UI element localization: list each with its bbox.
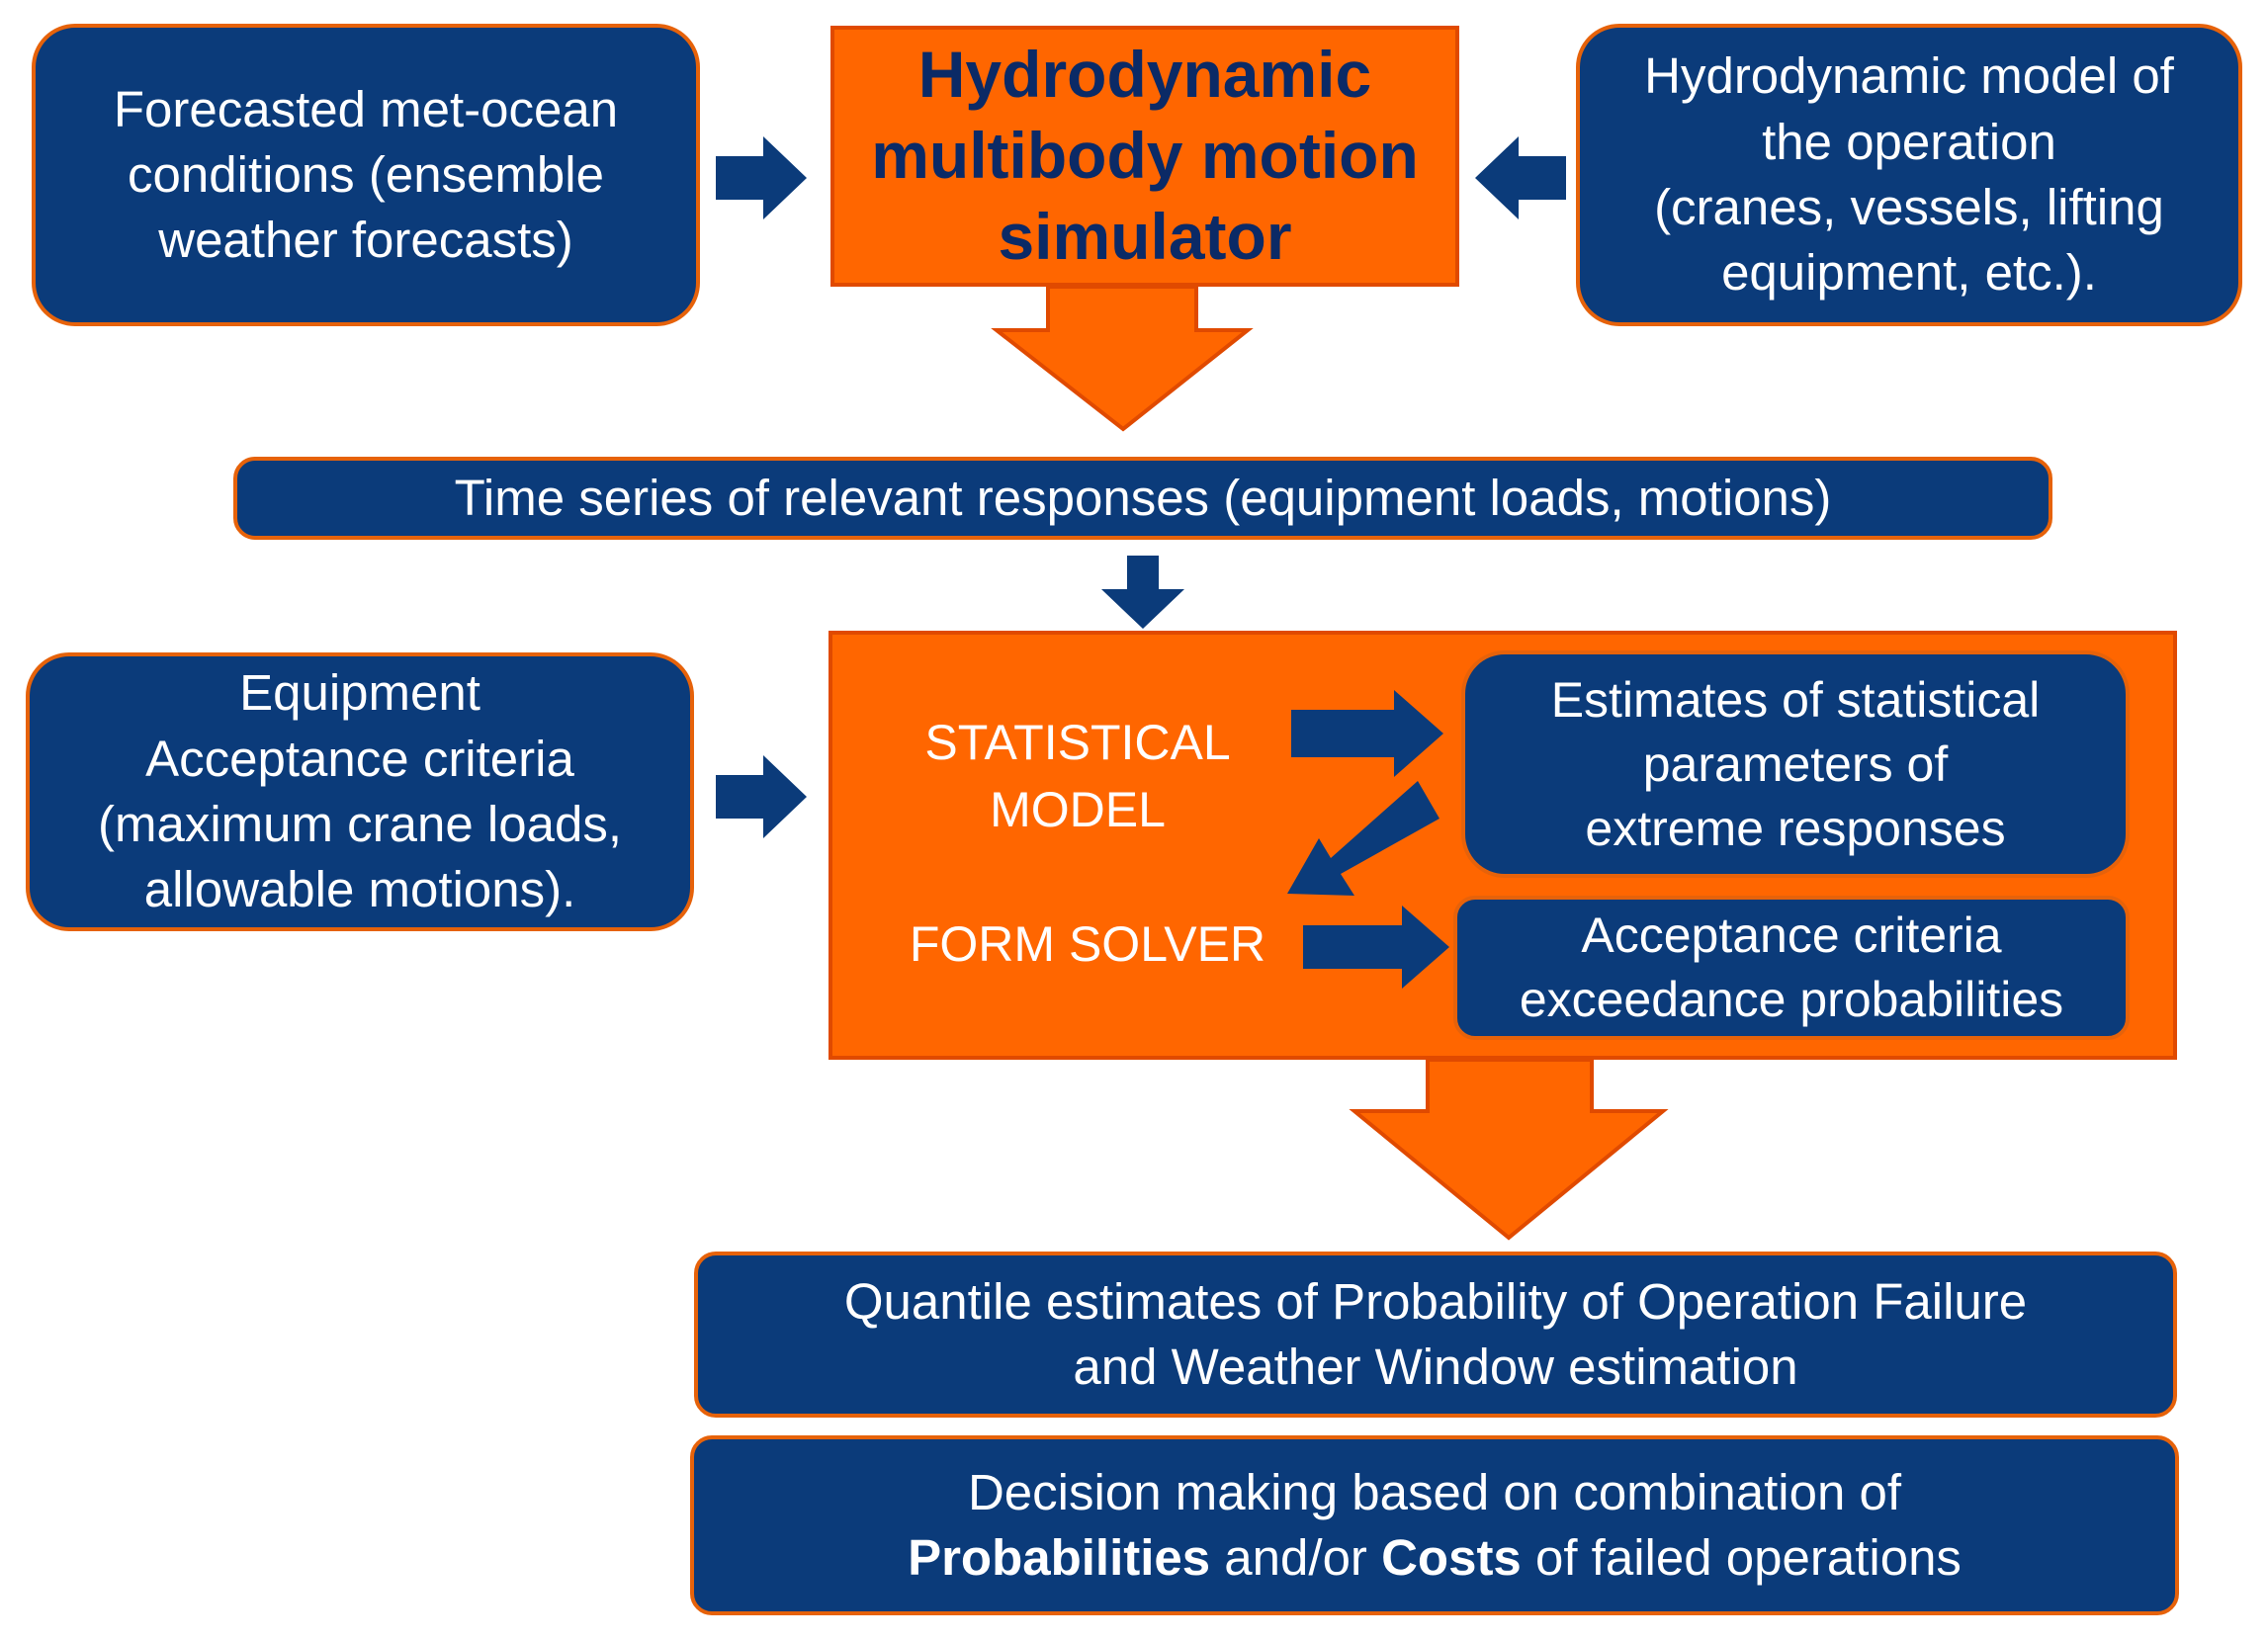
decision-line-1: Decision making based on combination of: [967, 1463, 1902, 1520]
statistical-model-line-1: STATISTICAL: [924, 715, 1231, 770]
forecast-line-2: conditions (ensemble: [128, 145, 604, 203]
exceedance-line-1: Acceptance criteria: [1581, 907, 2002, 963]
quantile-line-1: Quantile estimates of Probability of Ope…: [843, 1272, 2028, 1330]
decision-bold-costs: Costs: [1381, 1529, 1522, 1586]
arrow-right-form-solver: [1303, 906, 1449, 989]
exceedance-line-2: exceedance probabilities: [1519, 972, 2064, 1027]
arrow-right-statistical: [1291, 690, 1443, 777]
time-series-label: Time series of relevant responses (equip…: [454, 469, 1832, 526]
criteria-line-1: Equipment: [239, 664, 480, 722]
forecast-line-1: Forecasted met-ocean: [113, 80, 619, 137]
exceedance-box: Acceptance criteria exceedance probabili…: [1453, 896, 2130, 1040]
quantile-box: Quantile estimates of Probability of Ope…: [694, 1252, 2177, 1418]
decision-mid-text: and/or: [1210, 1529, 1382, 1586]
criteria-line-2: Acceptance criteria: [145, 730, 574, 787]
arrow-down-time-series: [1101, 556, 1184, 629]
hydrodynamic-model-box: Hydrodynamic model of the operation (cra…: [1576, 24, 2242, 326]
simulator-box: Hydrodynamic multibody motion simulator: [830, 26, 1459, 287]
simulator-line-2: multibody motion: [871, 119, 1419, 193]
arrow-right-forecast: [716, 136, 807, 219]
decision-box: Decision making based on combination of …: [690, 1435, 2179, 1615]
model-line-3: (cranes, vessels, lifting: [1654, 179, 2164, 235]
arrow-left-model: [1475, 136, 1566, 219]
forecast-line-3: weather forecasts): [158, 212, 573, 269]
estimates-line-2: parameters of: [1642, 735, 1949, 792]
arrow-diagonal-estimates: [1287, 781, 1439, 896]
form-solver-label: FORM SOLVER: [870, 911, 1305, 979]
criteria-line-3: (maximum crane loads,: [98, 796, 622, 852]
arrow-down-simulator: [991, 285, 1254, 432]
decision-tail-text: of failed operations: [1521, 1529, 1962, 1586]
time-series-box: Time series of relevant responses (equip…: [233, 457, 2052, 540]
form-solver-text: FORM SOLVER: [909, 916, 1266, 972]
decision-line-2: Probabilities and/or Costs of failed ope…: [908, 1525, 1962, 1591]
estimates-box: Estimates of statistical parameters of e…: [1461, 650, 2130, 878]
arrow-right-criteria: [716, 755, 807, 838]
model-line-4: equipment, etc.).: [1721, 244, 2097, 302]
estimates-line-3: extreme responses: [1585, 800, 2006, 856]
arrow-down-statistical-block: [1349, 1058, 1669, 1241]
statistical-model-label: STATISTICAL MODEL: [870, 710, 1285, 843]
model-line-2: the operation: [1762, 113, 2056, 170]
simulator-line-3: simulator: [998, 199, 1292, 273]
quantile-line-2: and Weather Window estimation: [1073, 1339, 1798, 1395]
estimates-line-1: Estimates of statistical: [1550, 671, 2041, 728]
criteria-line-4: allowable motions).: [143, 861, 576, 918]
statistical-model-line-2: MODEL: [990, 781, 1166, 837]
model-line-1: Hydrodynamic model of: [1644, 47, 2174, 105]
acceptance-criteria-box: Equipment Acceptance criteria (maximum c…: [26, 652, 694, 931]
forecast-conditions-box: Forecasted met-ocean conditions (ensembl…: [32, 24, 700, 326]
simulator-line-1: Hydrodynamic: [917, 38, 1372, 112]
decision-bold-probabilities: Probabilities: [908, 1529, 1211, 1586]
